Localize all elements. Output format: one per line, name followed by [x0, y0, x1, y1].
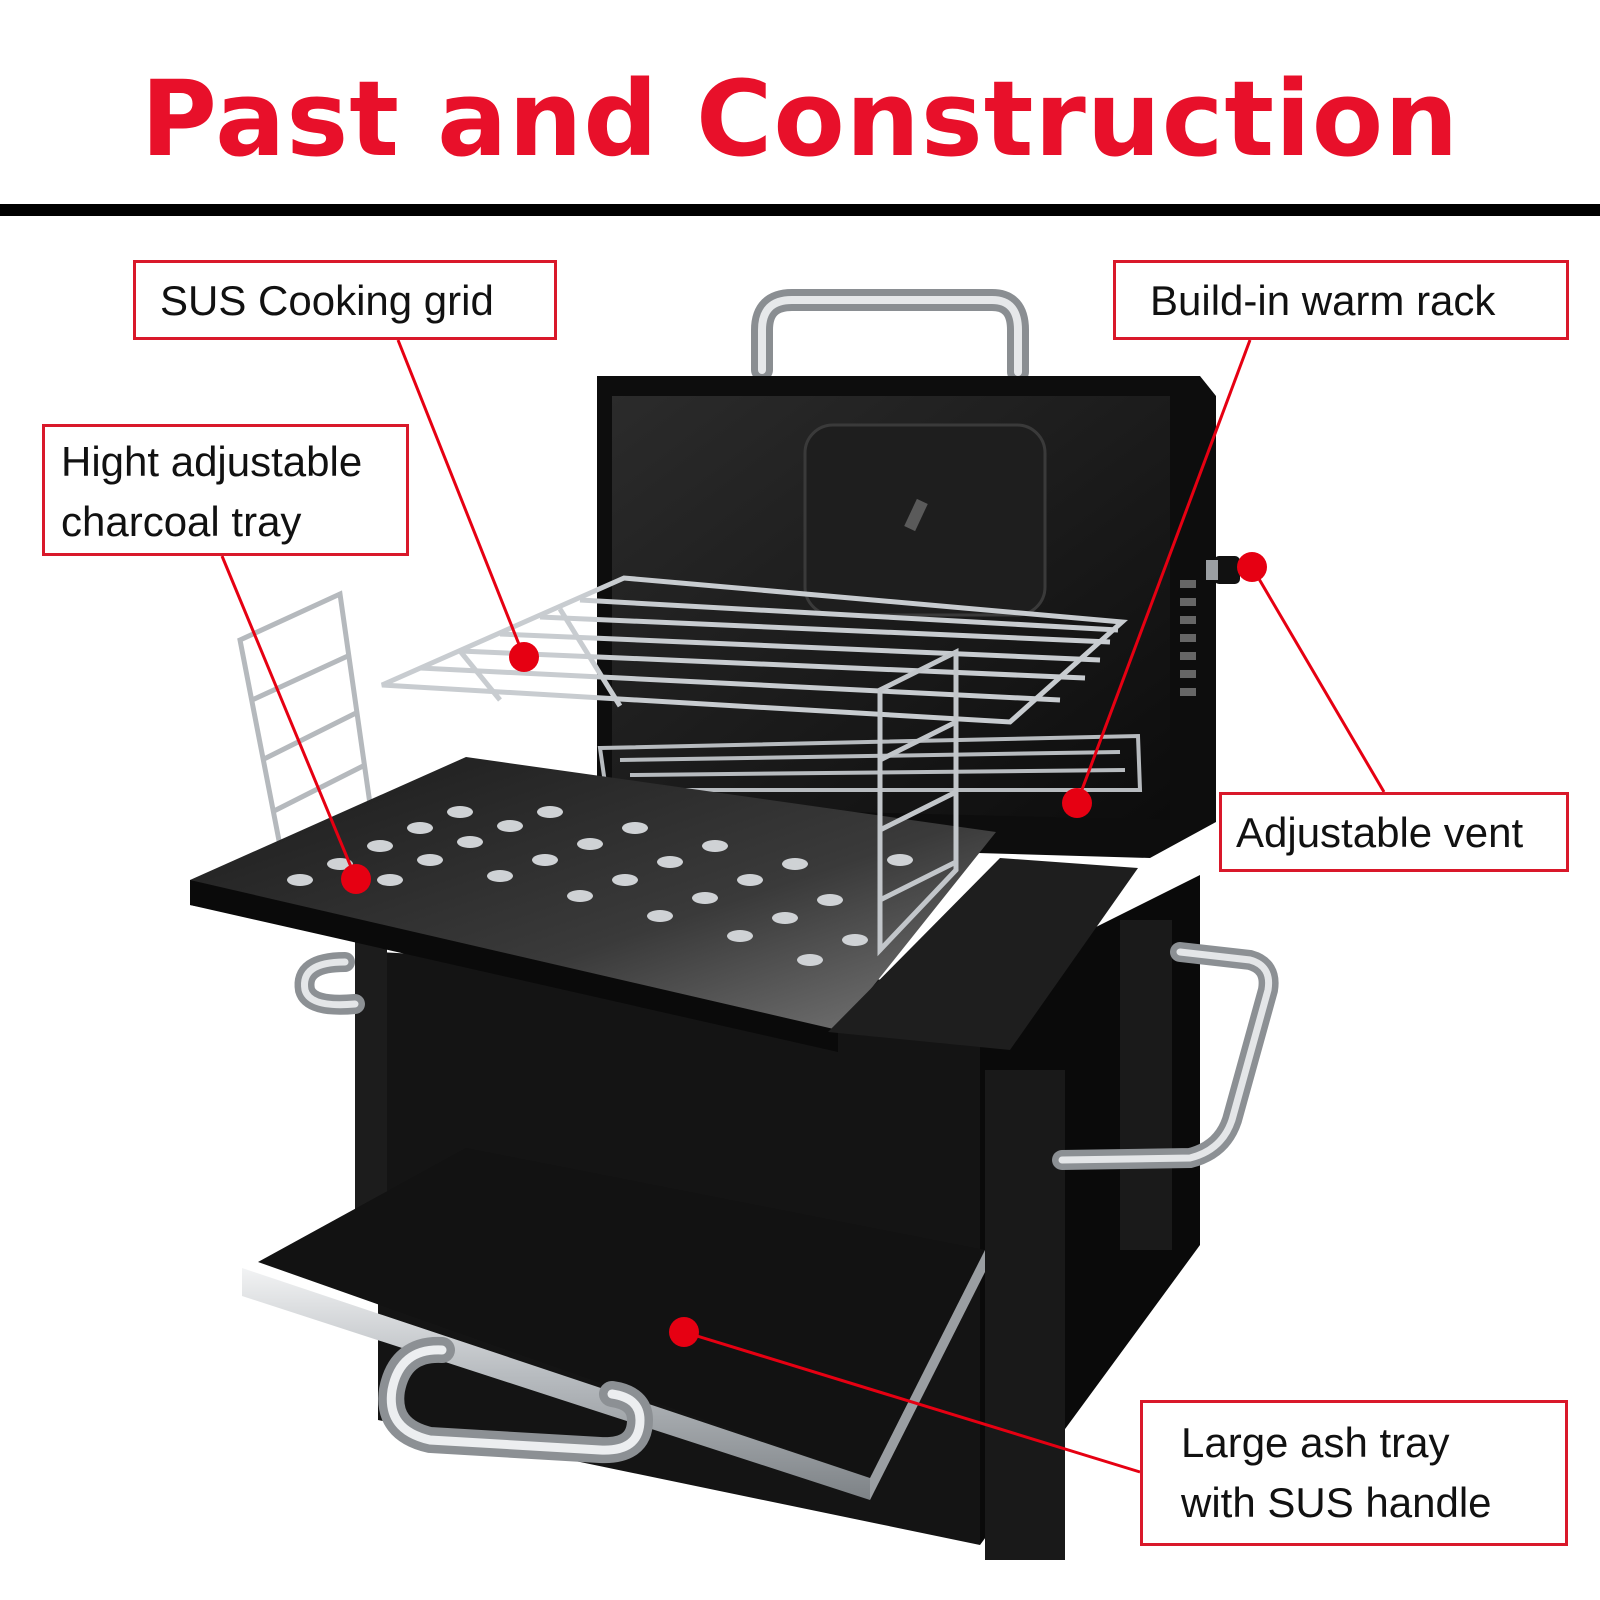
front-wire-rack	[877, 647, 959, 957]
callout-ash-tray: Large ash tray with SUS handle	[1140, 1400, 1568, 1546]
callout-label-line2: with SUS handle	[1181, 1479, 1492, 1526]
callout-label: SUS Cooking grid	[160, 277, 494, 324]
side-handle-left	[294, 952, 365, 1015]
callout-label: Adjustable vent	[1236, 809, 1524, 856]
page-title: Past and Construction	[140, 58, 1460, 180]
charcoal-tray	[190, 757, 996, 1052]
callout-label: Build-in warm rack	[1150, 277, 1496, 324]
callout-label-line1: Hight adjustable	[61, 438, 363, 485]
callout-label-line2: charcoal tray	[61, 498, 302, 545]
title-divider	[0, 204, 1600, 216]
callout-label-line1: Large ash tray	[1181, 1419, 1450, 1466]
callout-warm-rack: Build-in warm rack	[1113, 260, 1569, 340]
side-handle-right	[1052, 942, 1279, 1170]
callout-cooking-grid: SUS Cooking grid	[133, 260, 557, 340]
side-shelf	[828, 858, 1138, 1050]
callout-adjustable-vent: Adjustable vent	[1219, 792, 1569, 872]
lid-handle	[751, 289, 1029, 383]
callout-charcoal-tray: Hight adjustable charcoal tray	[42, 424, 409, 556]
ash-tray-handle	[378, 1336, 654, 1464]
